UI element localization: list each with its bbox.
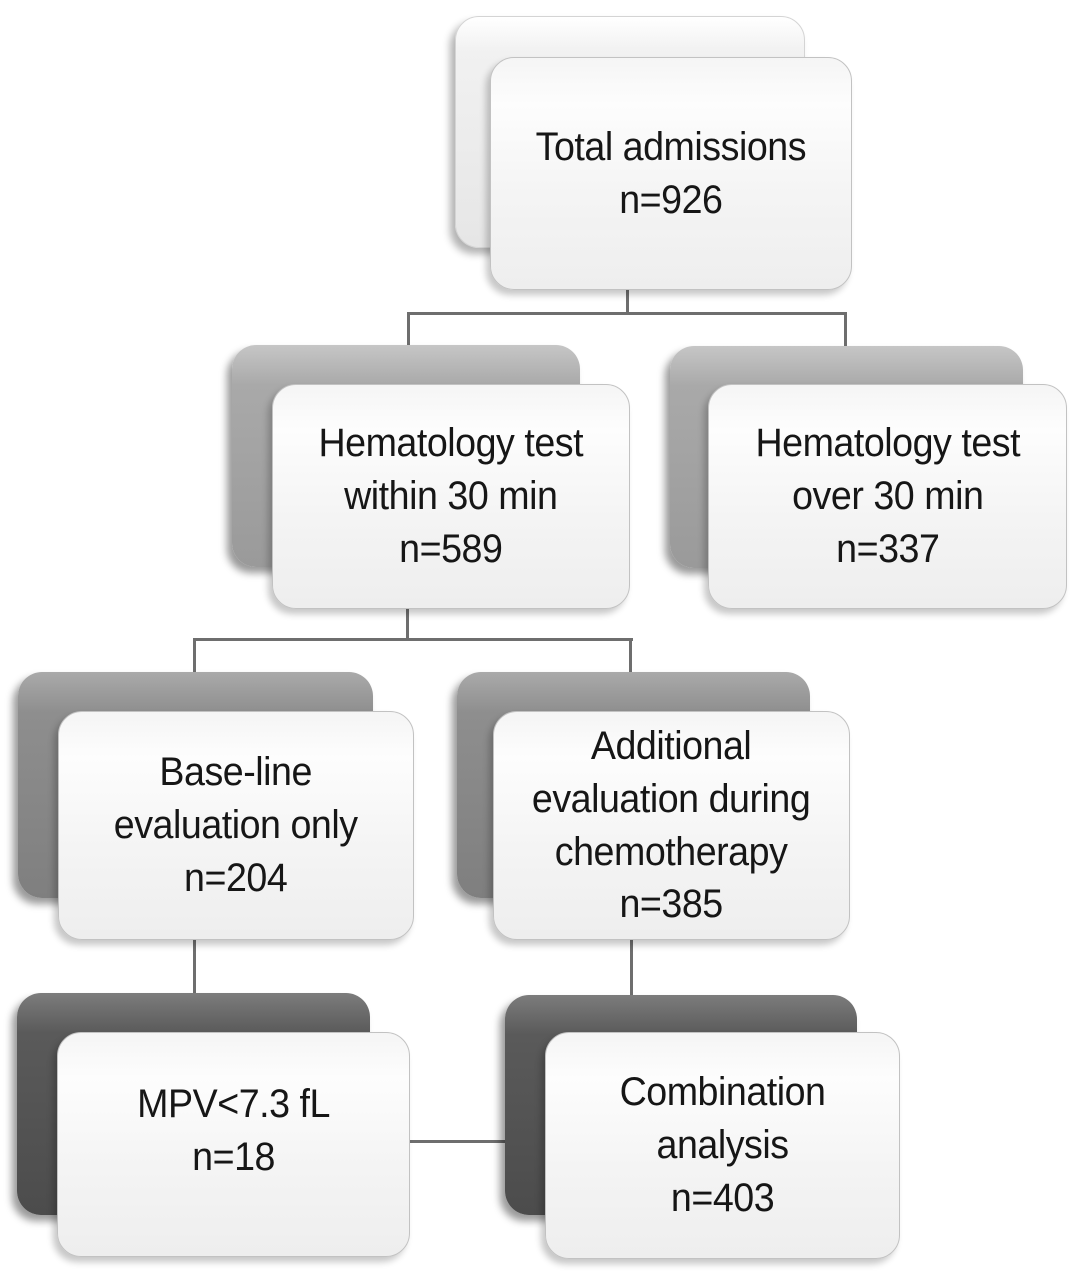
node-mpv-front-panel: MPV<7.3 fL n=18 [57,1032,410,1257]
connector-level2-crossbar [407,312,847,315]
node-additional-evaluation-label: Additional evaluation during chemotherap… [532,720,811,931]
node-text-line: chemotherapy [555,829,788,874]
node-total-admissions-front-panel: Total admissions n=926 [490,57,852,290]
node-mpv-label: MPV<7.3 fL n=18 [137,1078,330,1212]
node-text-line: Base-line [159,750,313,795]
node-text-line: n=337 [835,526,940,571]
node-text-line: n=204 [184,855,288,900]
node-text-line: n=926 [619,177,723,222]
connector-additional-to-combination [630,934,633,998]
node-text-line: over 30 min [791,474,984,519]
connector-drop-within30 [407,312,410,348]
node-text-line: evaluation during [532,776,811,821]
node-additional-evaluation-front-panel: Additional evaluation during chemotherap… [493,711,850,940]
node-baseline-evaluation-only-front-panel: Base-line evaluation only n=204 [58,711,414,940]
node-text-line: MPV<7.3 fL [137,1081,330,1126]
node-hematology-within-30min-label: Hematology test within 30 min n=589 [319,417,584,575]
connector-baseline-to-mpv [193,934,196,996]
node-text-line: n=403 [670,1175,775,1220]
connector-drop-baseline [193,638,196,675]
node-text-line: n=385 [619,882,724,927]
node-text-line: n=589 [399,526,503,571]
node-text-line: Hematology test [755,421,1020,466]
node-text-line: evaluation only [114,803,358,848]
connector-drop-over30 [844,312,847,348]
node-total-admissions-label: Total admissions n=926 [535,121,807,227]
connector-drop-additional [629,638,632,675]
node-text-line: Total admissions [535,124,807,169]
node-text-line: Combination [619,1070,826,1115]
connector-mpv-to-combination [404,1140,508,1143]
node-baseline-evaluation-only-label: Base-line evaluation only n=204 [114,746,358,904]
connector-level3-crossbar [193,638,633,641]
node-hematology-within-30min-front-panel: Hematology test within 30 min n=589 [272,384,630,609]
node-text-line: Additional [591,723,752,768]
node-text-line: n=18 [192,1134,275,1179]
node-text-line: analysis [656,1123,789,1168]
connector-total-stub [626,284,629,315]
node-combination-analysis-label: Combination analysis n=403 [620,1066,826,1224]
node-text-line: within 30 min [344,474,558,519]
node-text-line: Hematology test [318,421,584,466]
node-hematology-over-30min-label: Hematology test over 30 min n=337 [755,417,1020,575]
connector-within30-stub [406,603,409,641]
node-combination-analysis-front-panel: Combination analysis n=403 [545,1032,900,1259]
node-hematology-over-30min-front-panel: Hematology test over 30 min n=337 [708,384,1067,609]
